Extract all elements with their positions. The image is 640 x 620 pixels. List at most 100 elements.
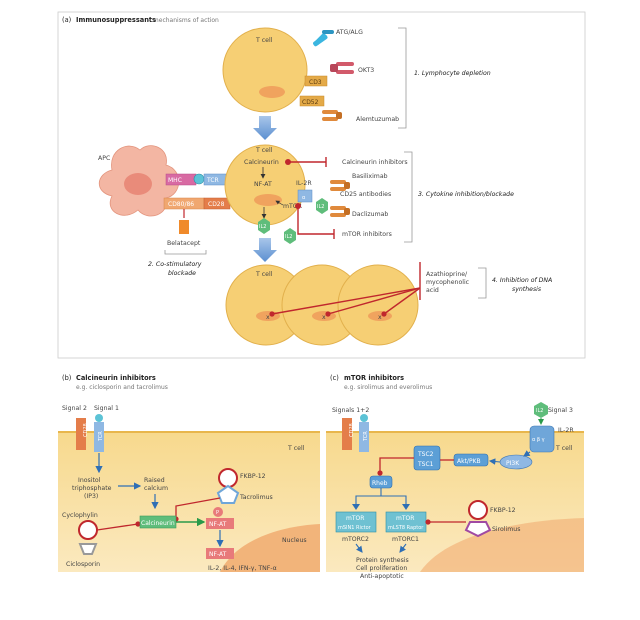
apc-label: APC — [98, 155, 110, 162]
cytokines-label: IL-2, IL-4, IFN-γ, TNF-α — [208, 565, 277, 572]
cyclophylin-icon — [78, 520, 98, 540]
panel-b-tcr — [94, 422, 104, 452]
nfat-box-cyto — [206, 518, 234, 529]
bracket-3 — [404, 151, 413, 243]
nfat-box-nucleus — [206, 548, 234, 559]
panel-c-tcr — [359, 422, 369, 452]
pi3k-to-akt-arrow — [488, 458, 501, 465]
outcome-1: Protein synthesis — [356, 557, 409, 564]
belatacept-label: Belatacept — [167, 240, 201, 247]
cd52-receptor — [299, 95, 325, 107]
okt3-antibody-icon — [330, 62, 354, 74]
panel-b-signal2: Signal 2 — [62, 405, 87, 412]
mtorc1-label: mTORC1 — [392, 536, 419, 543]
cni-label: Calcineurin inhibitors — [342, 159, 408, 166]
calcineurin-label: Calcineurin — [244, 159, 279, 166]
t-cell-top — [222, 27, 308, 113]
il2r-to-pi3k-arrow — [523, 450, 531, 457]
panel-c-il2r-label: IL-2R — [558, 427, 574, 434]
alemtuzumab-antibody-icon — [322, 110, 342, 121]
daclizumab-antibody-icon — [330, 206, 350, 217]
panel-b-nucleus-label: Nucleus — [282, 537, 307, 544]
panel-c-signal3: Signal 3 — [548, 407, 573, 414]
antigen-peptide — [193, 173, 205, 185]
il2-free-label: IL2 — [285, 234, 292, 240]
calcineurin-box-label: Calcineurin — [141, 520, 175, 527]
t-cell-prolif-3 — [337, 264, 419, 346]
aza-inhibit-line-3 — [383, 287, 421, 315]
panel-b-nucleus — [220, 524, 320, 572]
bracket-1 — [398, 27, 407, 129]
tsc-inhibit-rheb — [379, 457, 414, 472]
tsc2-label: TSC2 — [417, 451, 434, 458]
bracket-2 — [164, 250, 207, 255]
mtor-inhibitors-label: mTOR inhibitors — [342, 231, 392, 238]
x-mark-3: x — [378, 314, 382, 321]
ip3-line3: (IP3) — [84, 493, 98, 500]
panel-a: (a) Immunosuppressants – mechanisms of a… — [57, 11, 586, 359]
il2-hexagon-secreted — [258, 218, 270, 234]
t-cell-middle-nucleus — [254, 194, 282, 206]
panel-b-tcell-label: T cell — [287, 445, 305, 452]
il2r-alpha-label: α — [302, 195, 306, 201]
basiliximab-antibody-icon — [330, 180, 350, 191]
cd28-label: CD28 — [208, 201, 225, 208]
atg-antibody-icon — [313, 30, 334, 47]
cni-inhibit-dot — [285, 159, 291, 165]
il2r-receptor — [297, 189, 313, 203]
il2-secreted-label: IL2 — [259, 224, 266, 230]
ciclosporin-icon — [78, 543, 98, 555]
aza-dot-1 — [269, 311, 275, 317]
panel-b-cd28-label: CD28 — [83, 423, 89, 437]
ciclosporin-inhibit-dot — [135, 521, 141, 527]
panel-a-letter: (a) — [62, 16, 71, 24]
cd3-label: CD3 — [309, 79, 322, 86]
panel-c-cd28 — [342, 418, 352, 450]
aza-label-line2: mycophenolic — [426, 279, 470, 286]
rheb-arrowhead-left — [352, 504, 360, 510]
group-2-label-line1: 2. Co-stimulatory — [148, 260, 202, 268]
okt3-label: OKT3 — [358, 67, 374, 74]
mtorc2-box — [335, 511, 377, 533]
tacrolimus-inhibit-line — [175, 497, 221, 518]
panel-c-tcr-label: TCR — [363, 431, 369, 442]
fkbp12-icon — [218, 468, 238, 488]
t-cell-top-nucleus — [259, 86, 285, 98]
rheb-label: Rheb — [372, 480, 388, 487]
sirolimus-inhibit-dot — [425, 519, 431, 525]
tsc-inhibit-dot — [377, 470, 383, 476]
mtor-to-nucleus-arrow — [275, 200, 284, 206]
cd52-label: CD52 — [302, 99, 319, 106]
ciclosporin-inhibit-line — [96, 523, 139, 531]
mtor-label: mTOR — [283, 203, 303, 210]
panel-c-fkbp12-label: FKBP-12 — [490, 507, 516, 514]
group-3-label: 3. Cytokine inhibition/blockade — [418, 190, 514, 198]
outcome-3: Anti-apoptotic — [360, 573, 404, 580]
panel-b-cd28 — [76, 418, 86, 450]
panel-b-title: Calcineurin inhibitors — [76, 374, 156, 382]
panel-b-signal1: Signal 1 — [94, 405, 119, 412]
cyclophylin-label: Cyclophylin — [62, 512, 98, 519]
tsc1-label: TSC1 — [417, 461, 434, 468]
group-1-label: 1. Lymphocyte depletion — [414, 69, 491, 77]
panel-b-tcr-label: TCR — [98, 431, 104, 442]
panel-c: (c) mTOR inhibitors e.g. sirolimus and e… — [326, 374, 584, 580]
mtorc2-top-label: mTOR — [346, 515, 364, 522]
aza-label-line1: Azathioprine/ — [426, 271, 468, 278]
mtorc2-down-arrow — [355, 543, 363, 553]
aza-label-line3: acid — [426, 287, 439, 294]
panel-c-cd28-label: CD28 — [349, 423, 355, 437]
panel-b: (b) Calcineurin inhibitors e.g. ciclospo… — [58, 374, 320, 572]
mtorc1-top-label: mTOR — [396, 515, 414, 522]
atg-label: ATG/ALG — [336, 29, 363, 36]
group-2-label-line2: blockade — [168, 270, 196, 277]
panel-a-subtitle: – mechanisms of action — [148, 17, 219, 24]
fkbp12-label: FKBP-12 — [240, 473, 266, 480]
nfat-nucleus-label: NF-AT — [209, 551, 227, 558]
daclizumab-label: Daclizumab — [352, 211, 388, 218]
il2-hexagon-free — [284, 228, 296, 244]
nfat-label: NF-AT — [254, 181, 272, 188]
il2r-greek-label: α β γ — [532, 437, 545, 443]
il2-hexagon-receptor — [316, 198, 328, 214]
